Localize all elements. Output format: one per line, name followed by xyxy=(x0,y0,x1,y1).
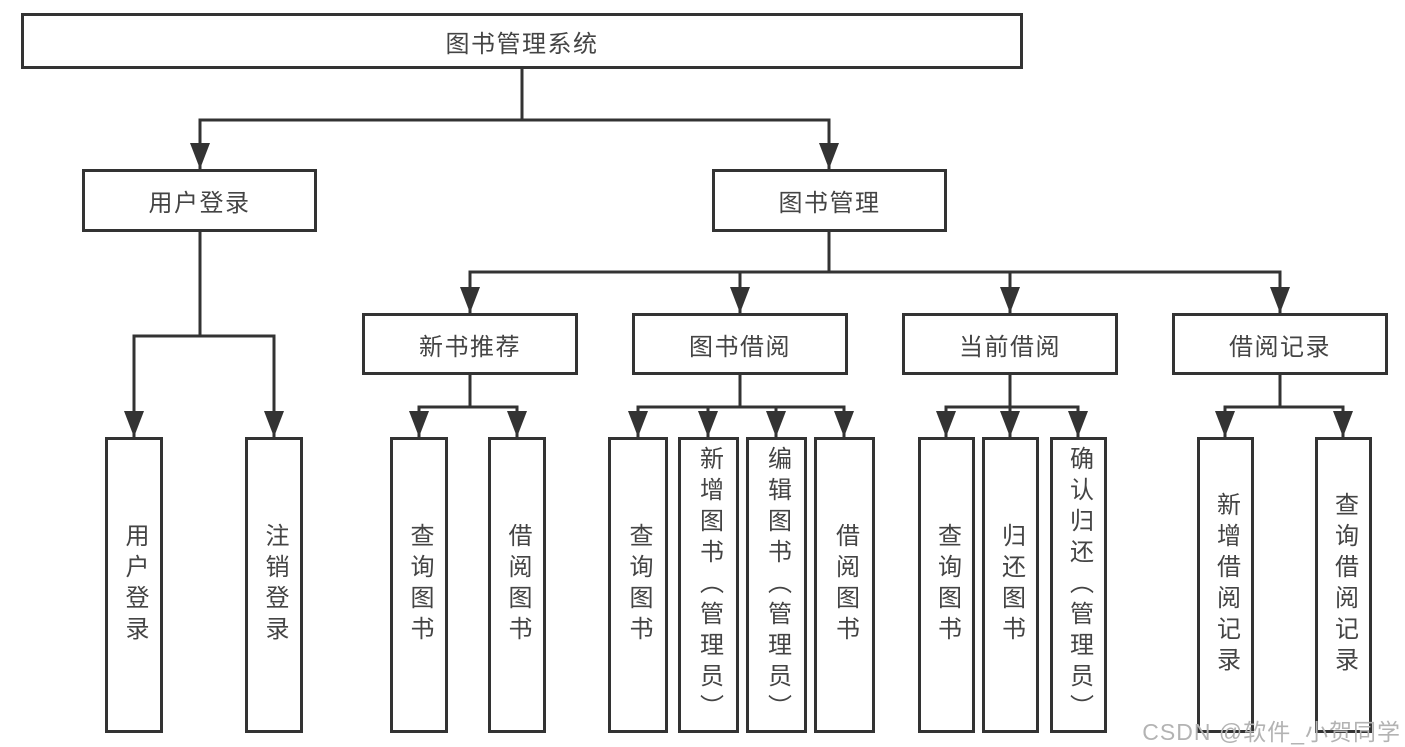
node-borrowing-records: 借阅记录 xyxy=(1172,313,1388,375)
leaf-borrow-books-1-label: 借阅图书 xyxy=(504,523,531,647)
leaf-confirm-return: 确认归还（管理员） xyxy=(1050,437,1107,733)
leaf-logout: 注销登录 xyxy=(245,437,303,733)
node-current-borrowing-label: 当前借阅 xyxy=(959,333,1061,361)
leaf-query-books-2-label: 查询图书 xyxy=(625,523,652,647)
leaf-borrow-books-2: 借阅图书 xyxy=(814,437,875,733)
leaf-query-books-3: 查询图书 xyxy=(918,437,975,733)
node-book-borrowing-label: 图书借阅 xyxy=(689,333,791,361)
connector-current-borrowing-to-leaves xyxy=(944,373,1080,409)
leaf-query-books-3-label: 查询图书 xyxy=(933,523,961,647)
connector-new-book-recommend-to-leaves xyxy=(417,373,519,409)
leaf-return-books: 归还图书 xyxy=(982,437,1039,733)
leaf-query-borrow-record: 查询借阅记录 xyxy=(1315,437,1372,733)
node-user-login-label: 用户登录 xyxy=(148,190,251,217)
leaf-edit-book: 编辑图书（管理员） xyxy=(746,437,807,733)
leaf-confirm-return-label: 确认归还（管理员） xyxy=(1065,445,1093,725)
leaf-return-books-label: 归还图书 xyxy=(997,523,1025,647)
connector-book-borrowing-to-leaves xyxy=(636,373,846,409)
leaf-user-login-label: 用户登录 xyxy=(121,523,148,647)
leaf-user-login: 用户登录 xyxy=(105,437,163,733)
node-book-management-label: 图书管理 xyxy=(778,190,881,217)
node-book-management: 图书管理 xyxy=(712,169,947,232)
leaf-add-borrow-record: 新增借阅记录 xyxy=(1197,437,1254,733)
node-book-borrowing: 图书借阅 xyxy=(632,313,848,375)
node-new-book-recommend: 新书推荐 xyxy=(362,313,578,375)
node-borrowing-records-label: 借阅记录 xyxy=(1229,333,1331,361)
node-root-label: 图书管理系统 xyxy=(445,30,599,58)
leaf-query-books-1: 查询图书 xyxy=(390,437,448,733)
leaf-add-book: 新增图书（管理员） xyxy=(678,437,739,733)
leaf-query-books-2: 查询图书 xyxy=(608,437,668,733)
connector-root-to-level2 xyxy=(198,67,831,122)
leaf-borrow-books-1: 借阅图书 xyxy=(488,437,546,733)
node-current-borrowing: 当前借阅 xyxy=(902,313,1118,375)
connector-borrowing-records-to-leaves xyxy=(1223,373,1345,409)
node-user-login: 用户登录 xyxy=(82,169,317,232)
watermark-text: CSDN @软件_小贺同学 xyxy=(1142,719,1401,745)
node-root: 图书管理系统 xyxy=(21,13,1023,69)
leaf-edit-book-label: 编辑图书（管理员） xyxy=(763,445,791,725)
node-new-book-recommend-label: 新书推荐 xyxy=(419,333,521,361)
connector-user-login-to-leaves xyxy=(132,230,276,338)
leaf-logout-label: 注销登录 xyxy=(261,523,288,647)
leaf-add-borrow-record-label: 新增借阅记录 xyxy=(1212,492,1240,678)
connector-book-management-to-level3 xyxy=(468,230,1282,274)
leaf-query-books-1-label: 查询图书 xyxy=(406,523,433,647)
leaf-borrow-books-2-label: 借阅图书 xyxy=(831,523,859,647)
leaf-query-borrow-record-label: 查询借阅记录 xyxy=(1330,492,1358,678)
leaf-add-book-label: 新增图书（管理员） xyxy=(695,445,723,725)
